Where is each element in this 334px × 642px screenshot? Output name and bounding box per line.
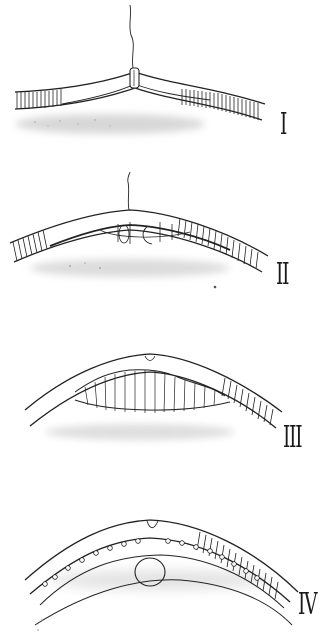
figure-2-shadow: [30, 259, 230, 277]
figure-label-iv: IV: [298, 590, 316, 620]
figure-3-shadow: [45, 424, 235, 440]
figure-label-ii: II: [276, 260, 288, 290]
figure-label-i: I: [280, 110, 286, 140]
figure-3-hatch-right: [222, 378, 273, 425]
figure-4: [25, 520, 298, 625]
figure-label-iii: III: [283, 423, 301, 453]
figure-3: [25, 354, 282, 440]
figure-2: [10, 172, 268, 277]
figure-1: [15, 5, 265, 134]
figure-1-shadow: [15, 114, 205, 134]
